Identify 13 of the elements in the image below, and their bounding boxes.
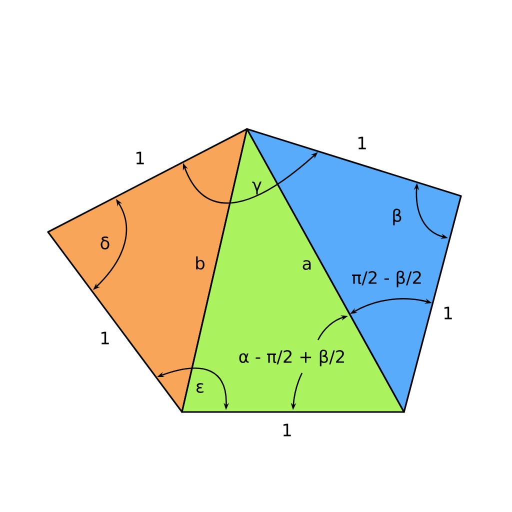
angle-label: β — [393, 208, 402, 226]
angle-label: 1 — [444, 306, 452, 320]
angle-label: 1 — [101, 332, 109, 344]
angle-label: ε — [196, 383, 204, 393]
angle-label: b — [196, 256, 204, 270]
angle-label: 1 — [136, 152, 144, 164]
angle-label: γ — [252, 182, 262, 194]
angle-label: α - π/2 + β/2 — [239, 350, 344, 366]
angle-label: a — [302, 260, 311, 270]
angle-label: δ — [100, 236, 110, 250]
angle-label: π/2 - β/2 — [352, 270, 421, 288]
angle-label: 1 — [283, 424, 291, 436]
angle-label: 1 — [358, 136, 366, 150]
